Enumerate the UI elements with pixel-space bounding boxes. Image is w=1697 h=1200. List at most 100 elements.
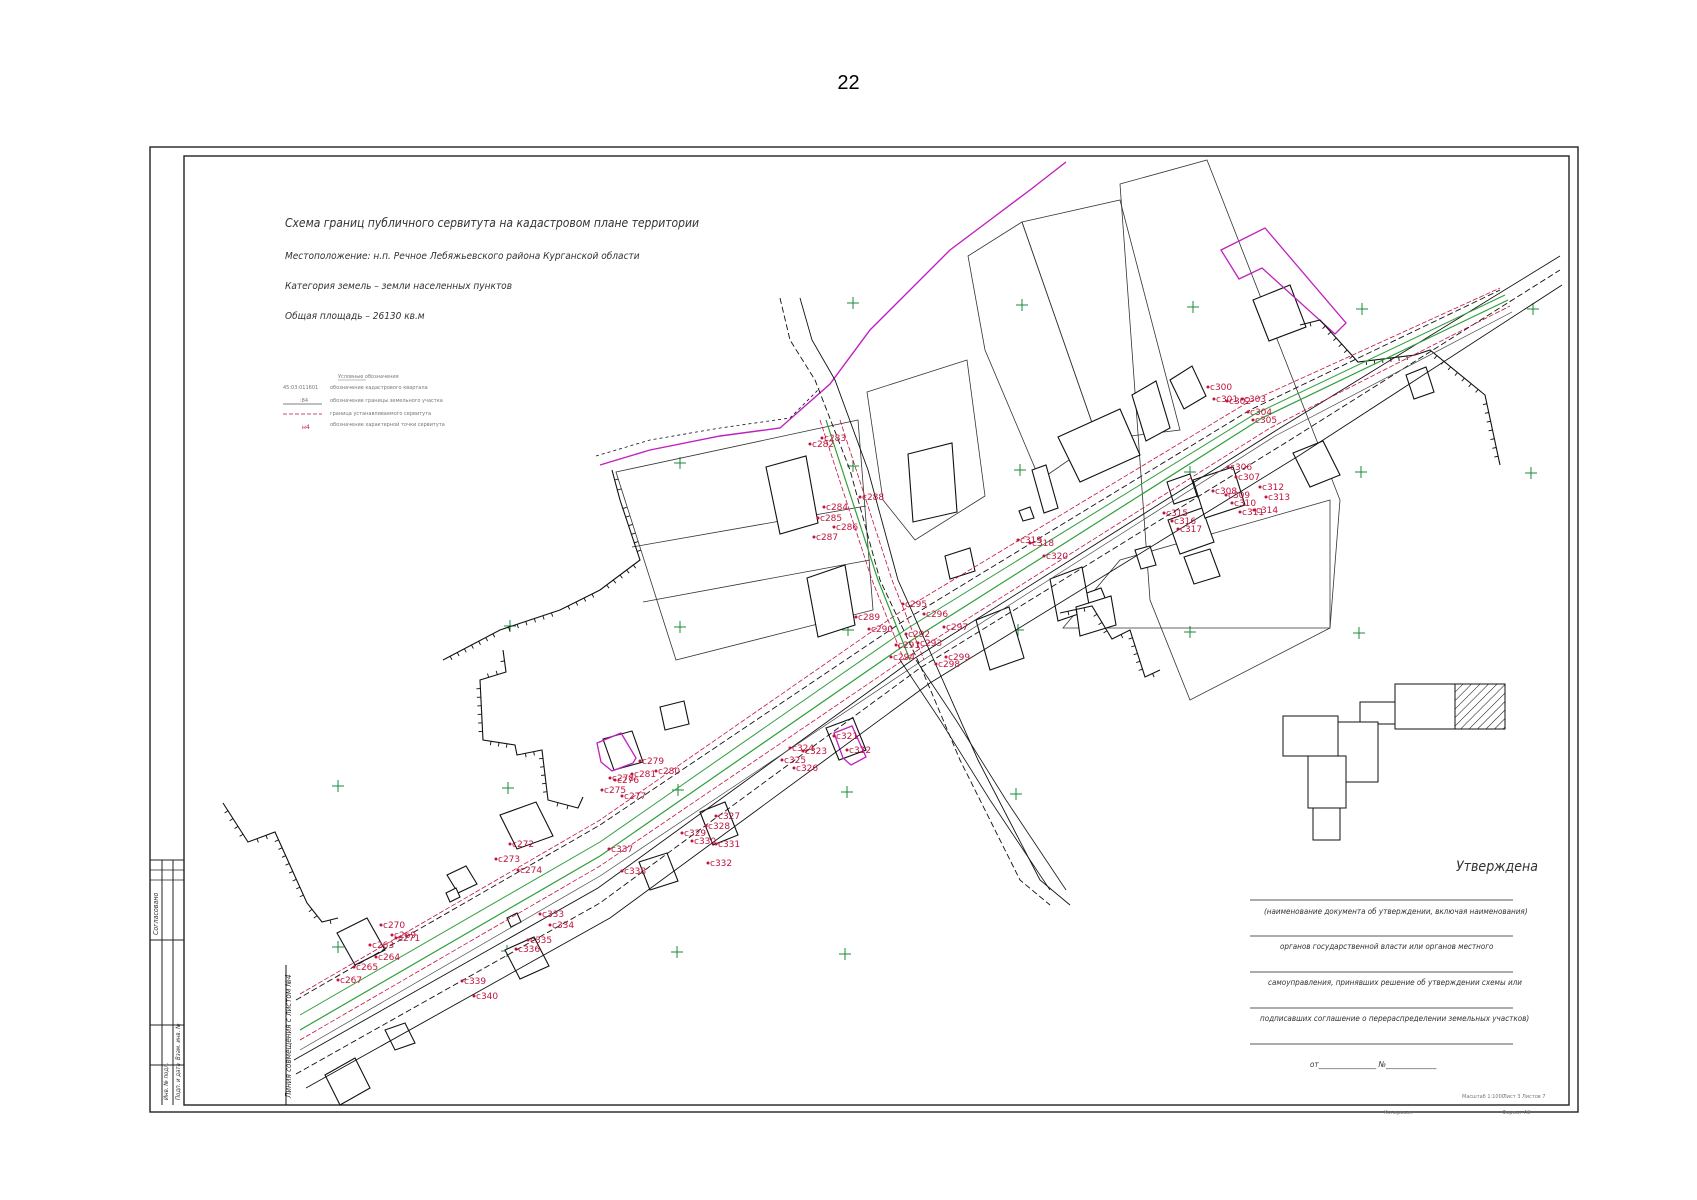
servitude-point-marker	[620, 794, 624, 798]
servitude-point-marker	[460, 979, 464, 983]
servitude-point-marker	[379, 923, 383, 927]
servitude-point-marker	[1211, 489, 1215, 493]
grid-cross	[674, 457, 686, 469]
servitude-point-marker	[1170, 519, 1174, 523]
highlight-parcels	[596, 227, 1347, 772]
servitude-point-marker	[1224, 493, 1228, 497]
servitude-point-label: с269	[394, 931, 416, 941]
servitude-point-marker	[780, 758, 784, 762]
legend-sample-2: :84	[300, 398, 308, 404]
servitude-point-marker	[613, 778, 617, 782]
servitude-point-label: с315	[1166, 509, 1188, 519]
servitude-point-label: с288	[862, 493, 884, 503]
servitude-point-marker	[801, 749, 805, 753]
servitude-point-label: с331	[718, 840, 740, 850]
sheet-footer: Масштаб 1:1000 Лист 3 Листов 7 Копировал…	[1384, 1094, 1545, 1116]
servitude-point-label: с306	[1230, 463, 1252, 473]
side-stamp-col-3: Взам. инв. №	[175, 1023, 182, 1060]
servitude-point-marker	[816, 516, 820, 520]
servitude-point-label: с332	[710, 859, 732, 869]
servitude-point-label: с295	[905, 600, 927, 610]
legend-text-4: обозначение характерной точки сервитута	[330, 421, 445, 428]
servitude-point-marker	[1042, 554, 1046, 558]
servitude-point-marker	[526, 938, 530, 942]
servitude-point-label: с321	[836, 732, 858, 742]
buildings	[324, 284, 1435, 1106]
servitude-point-marker	[934, 662, 938, 666]
servitude-point-marker	[944, 655, 948, 659]
servitude-point-label: с282	[812, 440, 834, 450]
servitude-point-label: с327	[718, 812, 740, 822]
servitude-point-marker	[1252, 508, 1256, 512]
servitude-point-marker	[472, 994, 476, 998]
servitude-point-marker	[1258, 485, 1262, 489]
legend-text-1: обозначение кадастрового квартала	[330, 385, 428, 391]
servitude-point-label: с311	[1242, 508, 1264, 518]
servitude-point-label: с291	[898, 641, 920, 651]
servitude-point-label: с304	[1250, 408, 1272, 418]
servitude-point-marker	[845, 748, 849, 752]
servitude-point-label: с326	[796, 764, 818, 774]
approval-line-3: самоуправления, принявших решение об утв…	[1268, 978, 1522, 987]
servitude-point-marker	[1246, 410, 1250, 414]
servitude-point-label: с272	[512, 840, 534, 850]
servitude-point-marker	[1264, 495, 1268, 499]
magenta-boundary	[599, 161, 1067, 466]
servitude-point-label: с283	[824, 434, 846, 444]
servitude-point-marker	[922, 612, 926, 616]
map-area: Общая площадь – 26130 кв.м	[285, 310, 425, 322]
map-category: Категория земель – земли населенных пунк…	[285, 281, 512, 292]
servitude-point-label: с322	[849, 746, 871, 756]
servitude-point-label: с313	[1268, 493, 1290, 503]
servitude-point-marker	[1230, 501, 1234, 505]
servitude-point-label: с317	[1180, 525, 1202, 535]
approval-line-4: подписавших соглашение о перераспределен…	[1260, 1014, 1529, 1023]
servitude-point-marker	[508, 842, 512, 846]
servitude-point-marker	[901, 602, 905, 606]
servitude-point-marker	[858, 495, 862, 499]
servitude-point-label: с340	[476, 992, 498, 1002]
servitude-point-label: с280	[658, 767, 680, 777]
servitude-point-marker	[538, 912, 542, 916]
grid-cross	[1525, 467, 1537, 479]
servitude-point-label: с273	[498, 855, 520, 865]
legend: Условные обозначения 45:03:011601 обозна…	[283, 374, 445, 431]
servitude-point-label: с274	[520, 866, 542, 876]
servitude-point-label: с296	[926, 610, 948, 620]
servitude-point-label: с263	[372, 941, 394, 951]
servitude-point-label: с264	[378, 953, 400, 963]
grid-cross	[847, 460, 859, 472]
servitude-point-label: с336	[518, 945, 540, 955]
servitude-point-label: с337	[611, 845, 633, 855]
servitude-point-marker	[916, 641, 920, 645]
servitude-point-marker	[1016, 538, 1020, 542]
servitude-point-label: с310	[1234, 499, 1256, 509]
page-number: 22	[837, 72, 860, 94]
servitude-point-marker	[1162, 511, 1166, 515]
map-location: Местоположение: н.п. Речное Лебяжьевског…	[285, 250, 640, 262]
side-stamp-col-1: Инв. № подл.	[163, 1063, 170, 1100]
servitude-point-marker	[904, 632, 908, 636]
servitude-point-label: с314	[1256, 506, 1278, 516]
servitude-point-label: с270	[383, 921, 405, 931]
servitude-point-label: с309	[1228, 491, 1250, 501]
parcels	[615, 159, 1341, 701]
inner-frame	[183, 155, 1570, 1106]
servitude-point-marker	[374, 955, 378, 959]
servitude-point-marker	[607, 847, 611, 851]
servitude-point-marker	[812, 535, 816, 539]
servitude-point-marker	[1176, 527, 1180, 531]
servitude-point-marker	[1212, 397, 1216, 401]
servitude-point-marker	[854, 615, 858, 619]
servitude-point-marker	[889, 655, 893, 659]
servitude-point-marker	[514, 947, 518, 951]
grid-cross	[332, 941, 344, 953]
servitude-point-marker	[1240, 397, 1244, 401]
servitude-point-marker	[494, 857, 498, 861]
servitude-point-marker	[690, 839, 694, 843]
road-corridor	[293, 255, 1563, 1089]
servitude-point-marker	[390, 933, 394, 937]
servitude-point-label: с279	[642, 757, 664, 767]
grid-cross	[1353, 627, 1365, 639]
servitude-point-label: с338	[624, 867, 646, 877]
